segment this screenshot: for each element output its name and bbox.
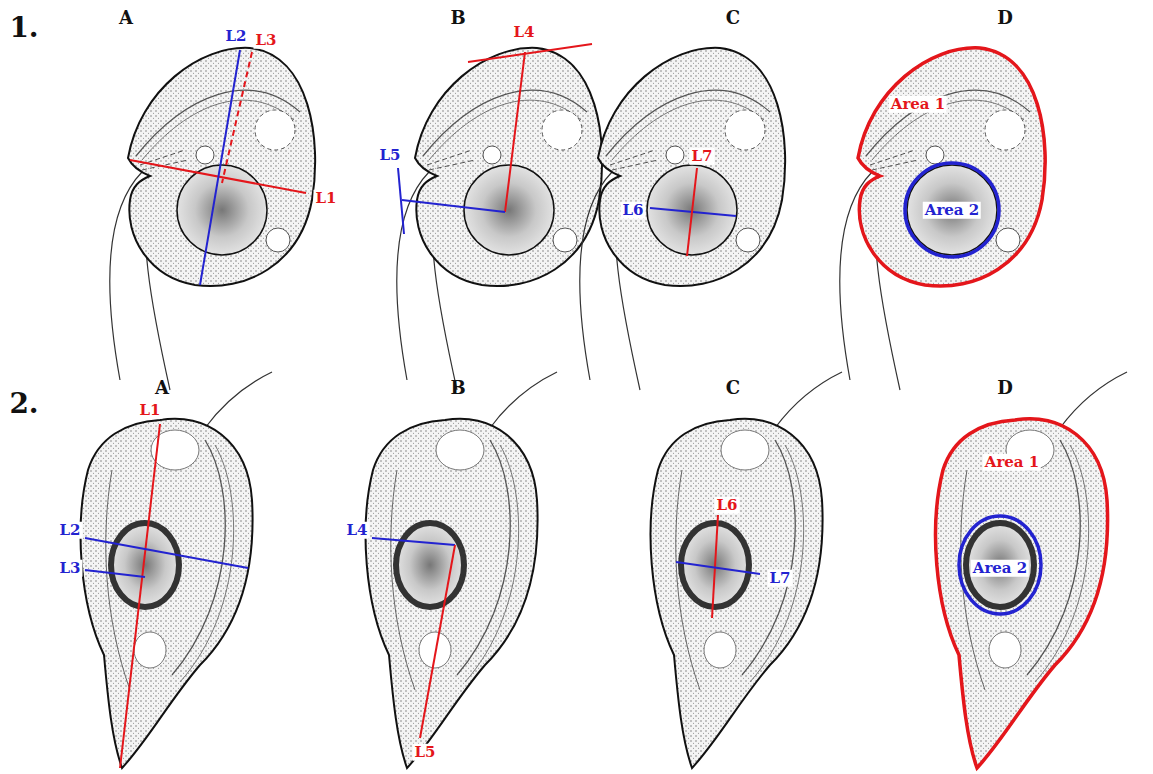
panel-letter: D — [995, 8, 1015, 28]
area-label: Area 1 — [889, 96, 947, 113]
line-label: L1 — [314, 190, 339, 207]
line-label: L7 — [768, 570, 793, 587]
line-label: L6 — [715, 497, 740, 514]
line-label: L2 — [58, 522, 83, 539]
figure-number: 1. — [7, 13, 40, 44]
cell-drawing — [936, 372, 1127, 768]
measure-lines — [85, 419, 1108, 768]
cell-drawing — [580, 48, 785, 390]
area-label: Area 1 — [983, 454, 1041, 471]
measure-lines — [130, 44, 1045, 286]
cell-drawing — [81, 372, 272, 768]
area-label: Area 2 — [923, 202, 981, 219]
line-label: L4 — [512, 24, 537, 41]
line-label: L6 — [621, 202, 646, 219]
line-label: L7 — [690, 148, 715, 165]
panel-letter: C — [724, 378, 742, 398]
cell-drawing — [840, 48, 1045, 390]
area-label: Area 2 — [971, 560, 1029, 577]
panel-letter: C — [724, 8, 742, 28]
line-label: L1 — [138, 402, 163, 419]
line-label: L4 — [345, 522, 370, 539]
panel-letter: B — [448, 8, 467, 28]
line-label: L5 — [413, 744, 438, 761]
cell-drawing — [366, 372, 557, 768]
line-label: L3 — [254, 32, 279, 49]
line-label: L5 — [378, 147, 403, 164]
cell-drawing — [397, 48, 602, 390]
panel-letter: D — [995, 378, 1015, 398]
line-label: L3 — [58, 560, 83, 577]
figure-number: 2. — [7, 389, 40, 420]
panel-letter: B — [448, 378, 467, 398]
cell-drawing — [651, 372, 842, 768]
cell-drawing — [110, 48, 315, 390]
panel-letter: A — [117, 8, 135, 28]
panel-letter: A — [153, 378, 171, 398]
line-label: L2 — [224, 28, 249, 45]
